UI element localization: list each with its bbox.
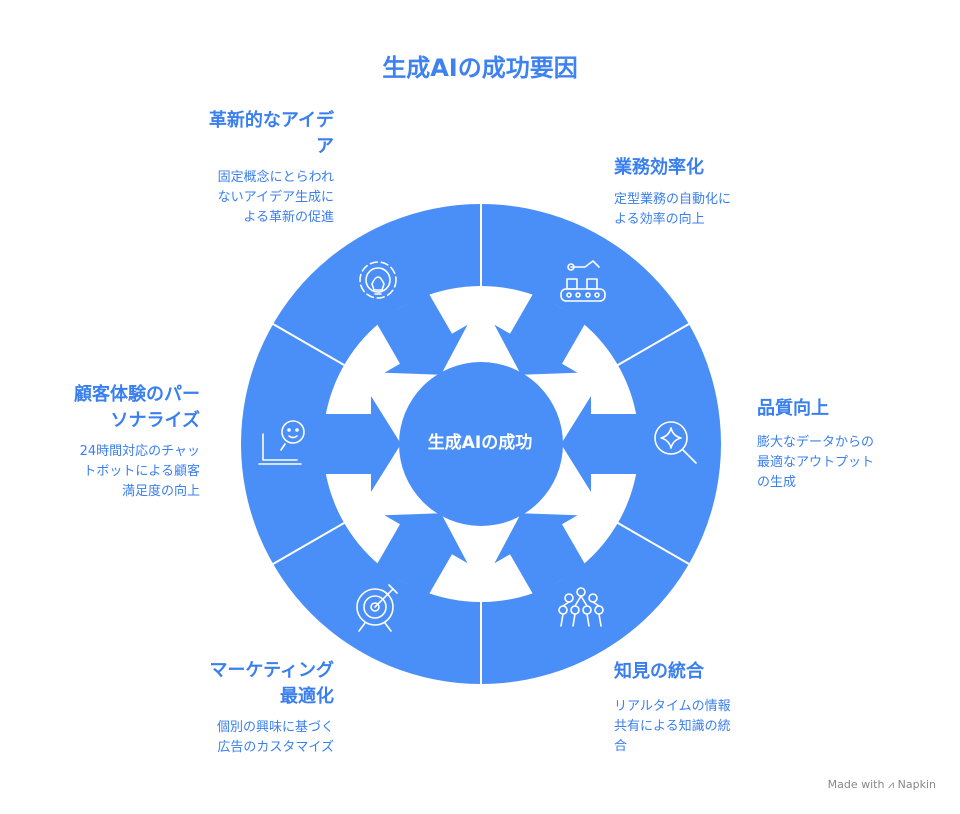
lightbulb-gear-icon (359, 261, 397, 299)
factor-desc-line: 最適なアウトプット (757, 455, 875, 470)
factor-desc-line: の生成 (757, 475, 797, 490)
factor-desc-line: 24時間対応のチャッ (79, 444, 200, 459)
factor-desc-line: トボットによる顧客 (83, 464, 200, 479)
arrow-6 (323, 396, 401, 492)
arrow-5 (376, 513, 468, 596)
factor-desc-line: 固定概念にとらわれ (217, 170, 334, 185)
page-title: 生成AIの成功要因 (382, 54, 578, 82)
factor-desc-line: ないアイデア生成に (217, 190, 334, 205)
factor-title-line: ソナライズ (110, 410, 200, 431)
arrow-4 (494, 513, 586, 596)
factor-desc-line: 合 (614, 739, 628, 754)
factor-desc-knowledge: リアルタイムの情報 共有による知識の統 合 (614, 697, 814, 757)
magnifier-sparkle-icon (654, 421, 697, 464)
center-circle (399, 362, 563, 526)
network-people-icon (558, 587, 604, 627)
center-label: 生成AIの成功 (427, 433, 533, 453)
laptop-chat-icon (258, 420, 305, 465)
factor-desc-line: 膨大なデータからの (757, 435, 875, 450)
factor-desc-innovative-ideas: 固定概念にとらわれ ないアイデア生成に よる革新の促進 (160, 168, 334, 228)
factor-title-line: 最適化 (280, 686, 334, 707)
factor-desc-line: リアルタイムの情報 (614, 699, 731, 714)
arrow-3 (561, 396, 639, 492)
factor-desc-line: よる革新の促進 (243, 210, 334, 225)
factor-desc-line: 個別の興味に基づく (216, 720, 334, 735)
factor-desc-marketing: 個別の興味に基づく 広告のカスタマイズ (160, 718, 334, 758)
factor-title-line: ア (316, 136, 334, 157)
made-with-napkin-footer: Made with ⩘ Napkin (827, 778, 936, 791)
factor-title-quality: 品質向上 (757, 398, 829, 419)
factor-title-marketing: マーケティング 最適化 (160, 658, 334, 710)
factor-desc-efficiency: 定型業務の自動化に よる効率の向上 (614, 190, 814, 230)
factor-desc-line: 広告のカスタマイズ (217, 740, 334, 755)
factor-desc-line: 定型業務の自動化に (614, 192, 732, 207)
factor-desc-line: 満足度の向上 (121, 484, 200, 499)
factor-title-innovative-ideas: 革新的なアイデ ア (160, 108, 334, 160)
factor-desc-quality: 膨大なデータからの 最適なアウトプット の生成 (757, 433, 947, 493)
arrows (323, 292, 639, 596)
factor-title-line: 顧客体験のパー (74, 384, 200, 405)
target-icon (356, 584, 398, 632)
robot-conveyor-icon (560, 260, 606, 302)
arrow-1 (376, 292, 468, 375)
arrow-2 (494, 292, 586, 375)
factor-title-customer-experience: 顧客体験のパー ソナライズ (30, 382, 200, 434)
factor-desc-line: よる効率の向上 (614, 212, 705, 227)
factor-title-knowledge: 知見の統合 (614, 661, 704, 682)
factor-desc-customer-experience: 24時間対応のチャッ トボットによる顧客 満足度の向上 (30, 442, 200, 502)
factor-title-line: マーケティング (209, 660, 334, 681)
factor-title-line: 革新的なアイデ (208, 110, 334, 131)
factor-title-efficiency: 業務効率化 (614, 157, 704, 178)
factor-desc-line: 共有による知識の統 (614, 719, 731, 734)
